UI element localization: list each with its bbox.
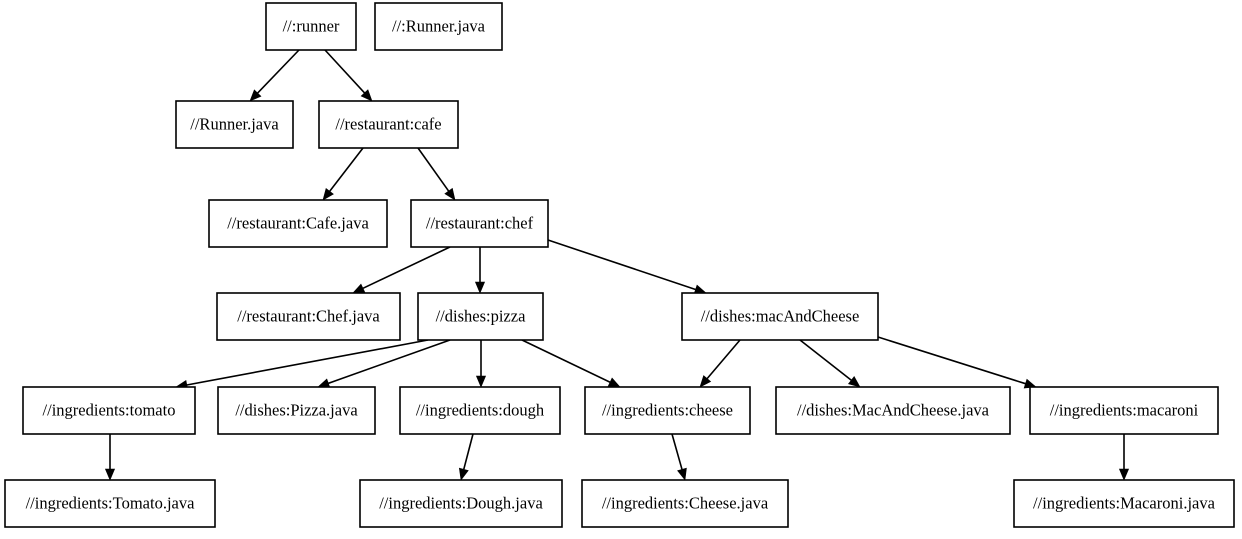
node-border-cafe_java [208, 199, 388, 248]
graph-node-dough_java[interactable]: //ingredients:Dough.java [359, 479, 563, 528]
node-label-chef_java: //restaurant:Chef.java [237, 306, 380, 325]
graph-edge-tomato-to-tomato_java [104, 434, 116, 481]
graph-node-runner_java_root[interactable]: //:Runner.java [374, 2, 503, 51]
node-border-tomato [22, 386, 196, 435]
graph-node-pizza_java[interactable]: //dishes:Pizza.java [217, 386, 376, 435]
node-label-chef: //restaurant:chef [426, 213, 534, 232]
graph-edge-macandcheese-to-macandcheese_java [799, 339, 861, 388]
graph-edge-chef-to-pizza [474, 247, 486, 294]
graph-edge-pizza-to-cheese [521, 339, 621, 388]
node-label-dough: //ingredients:dough [416, 400, 545, 419]
node-border-macandcheese [681, 292, 879, 341]
node-label-dough_java: //ingredients:Dough.java [379, 493, 543, 512]
node-border-tomato_java [4, 479, 216, 528]
node-label-macaroni: //ingredients:macaroni [1050, 400, 1199, 419]
node-border-dough_java [359, 479, 563, 528]
node-label-tomato: //ingredients:tomato [43, 400, 176, 419]
node-label-macandcheese: //dishes:macAndCheese [701, 306, 860, 325]
graph-edge-pizza-to-pizza_java [317, 339, 451, 388]
node-label-tomato_java: //ingredients:Tomato.java [26, 493, 196, 512]
graph-edge-cafe-to-chef [417, 147, 456, 201]
node-label-cafe: //restaurant:cafe [335, 114, 441, 133]
node-border-chef_java [216, 292, 401, 341]
graph-edge-chef-to-macandcheese [547, 239, 707, 295]
graph-edge-cafe-to-cafe_java [322, 147, 364, 201]
node-border-cheese [584, 386, 751, 435]
node-border-macaroni [1029, 386, 1219, 435]
node-label-cheese_java: //ingredients:Cheese.java [602, 493, 769, 512]
node-label-cafe_java: //restaurant:Cafe.java [227, 213, 369, 232]
graph-node-pizza[interactable]: //dishes:pizza [417, 292, 544, 341]
graph-edge-macaroni-to-macaroni_java [1118, 434, 1130, 481]
graph-node-cafe_java[interactable]: //restaurant:Cafe.java [208, 199, 388, 248]
graph-node-macandcheese[interactable]: //dishes:macAndCheese [681, 292, 879, 341]
graph-edge-runner-to-runner_java [249, 49, 300, 102]
graph-edge-pizza-to-tomato [175, 339, 429, 390]
graph-node-chef[interactable]: //restaurant:chef [410, 199, 549, 248]
node-label-runner_java_root: //:Runner.java [392, 16, 486, 35]
node-label-runner_java: //Runner.java [190, 114, 279, 133]
graph-node-macaroni[interactable]: //ingredients:macaroni [1029, 386, 1219, 435]
node-label-pizza_java: //dishes:Pizza.java [235, 400, 358, 419]
graph-edge-pizza-to-dough [475, 340, 487, 388]
node-label-runner: //:runner [283, 16, 340, 35]
node-border-macaroni_java [1013, 479, 1235, 528]
graph-node-cheese[interactable]: //ingredients:cheese [584, 386, 751, 435]
graph-node-runner[interactable]: //:runner [265, 2, 357, 51]
node-border-dough [399, 386, 561, 435]
graph-edge-runner-to-cafe [324, 49, 373, 102]
node-label-cheese: //ingredients:cheese [602, 400, 733, 419]
node-label-macandcheese_java: //dishes:MacAndCheese.java [797, 400, 990, 419]
graph-edge-macandcheese-to-macaroni [877, 336, 1037, 389]
node-border-chef [410, 199, 549, 248]
node-border-runner_java [175, 100, 294, 149]
graph-edge-dough-to-dough_java [458, 433, 474, 481]
node-border-runner_java_root [374, 2, 503, 51]
graph-node-chef_java[interactable]: //restaurant:Chef.java [216, 292, 401, 341]
graph-edge-cheese-to-cheese_java [671, 433, 687, 481]
node-border-pizza_java [217, 386, 376, 435]
node-border-runner [265, 2, 357, 51]
graph-node-tomato[interactable]: //ingredients:tomato [22, 386, 196, 435]
node-layer: //:runner //:Runner.java //Runner.java //re… [4, 2, 1235, 528]
graph-node-dough[interactable]: //ingredients:dough [399, 386, 561, 435]
graph-edge-chef-to-chef_java [352, 246, 451, 294]
graph-node-cheese_java[interactable]: //ingredients:Cheese.java [581, 479, 789, 528]
node-border-cafe [318, 100, 459, 149]
graph-edge-macandcheese-to-cheese [699, 339, 741, 388]
graph-node-macaroni_java[interactable]: //ingredients:Macaroni.java [1013, 479, 1235, 528]
graph-node-tomato_java[interactable]: //ingredients:Tomato.java [4, 479, 216, 528]
node-border-macandcheese_java [775, 386, 1011, 435]
node-label-macaroni_java: //ingredients:Macaroni.java [1033, 493, 1216, 512]
node-label-pizza: //dishes:pizza [436, 306, 526, 325]
graph-node-cafe[interactable]: //restaurant:cafe [318, 100, 459, 149]
graph-node-runner_java[interactable]: //Runner.java [175, 100, 294, 149]
graph-node-macandcheese_java[interactable]: //dishes:MacAndCheese.java [775, 386, 1011, 435]
node-border-pizza [417, 292, 544, 341]
node-border-cheese_java [581, 479, 789, 528]
